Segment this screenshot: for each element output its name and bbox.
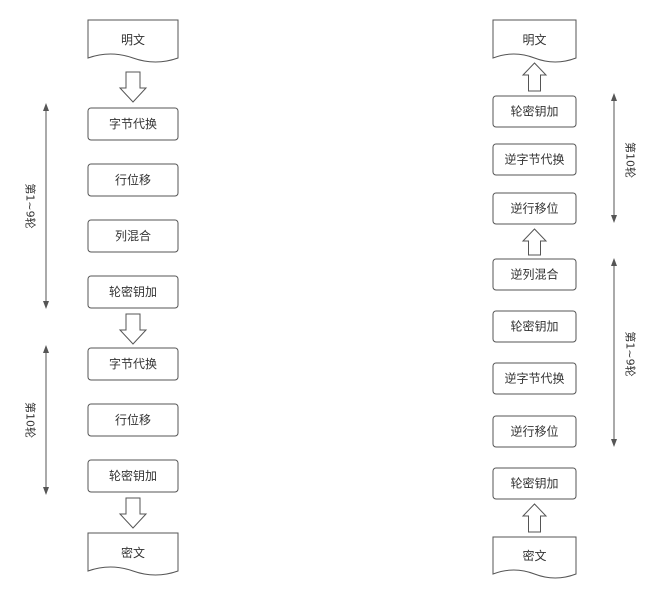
dec-arrow-up-1 bbox=[521, 62, 548, 92]
enc-step-subbytes-label: 字节代换 bbox=[109, 116, 157, 131]
enc-step-mixcolumns-label: 列混合 bbox=[115, 228, 151, 243]
dec-step-invmixcolumns: 逆列混合 bbox=[492, 258, 577, 291]
enc-step-shiftrows-label: 行位移 bbox=[115, 172, 151, 187]
enc-final-subbytes: 字节代换 bbox=[87, 347, 179, 381]
enc-round-10-bracket: 第10轮 bbox=[24, 345, 49, 495]
dec-plaintext-label: 明文 bbox=[522, 32, 546, 47]
enc-ciphertext-label: 密文 bbox=[121, 545, 145, 560]
dec-step-invshiftrows-final-label: 逆行移位 bbox=[510, 201, 558, 216]
enc-arrow-down-3 bbox=[118, 497, 148, 529]
enc-step-addroundkey-label: 轮密钥加 bbox=[109, 284, 157, 299]
enc-ciphertext-box: 密文 bbox=[87, 532, 179, 576]
enc-arrow-down-2 bbox=[118, 313, 148, 345]
encryption-flow: 明文 字节代换 行位移 列混合 轮密钥加 字节代换 bbox=[24, 19, 179, 576]
dec-step-invsubbytes-label: 逆字节代换 bbox=[504, 371, 564, 386]
dec-step-invshiftrows: 逆行移位 bbox=[492, 415, 577, 448]
decryption-flow: 明文 轮密钥加 逆字节代换 逆行移位 逆列混合 轮密钥加 bbox=[492, 19, 638, 579]
dec-arrow-up-3 bbox=[521, 503, 548, 533]
enc-final-addroundkey-label: 轮密钥加 bbox=[109, 468, 157, 483]
dec-rounds-1-9-bracket: 第1~9轮 bbox=[611, 258, 638, 447]
enc-plaintext-label: 明文 bbox=[121, 32, 145, 47]
enc-final-subbytes-label: 字节代换 bbox=[109, 356, 157, 371]
dec-step-addroundkey: 轮密钥加 bbox=[492, 310, 577, 343]
dec-step-invshiftrows-label: 逆行移位 bbox=[510, 424, 558, 439]
dec-arrow-up-2 bbox=[521, 228, 548, 256]
dec-step-invmixcolumns-label: 逆列混合 bbox=[510, 267, 558, 282]
enc-step-addroundkey: 轮密钥加 bbox=[87, 275, 179, 309]
enc-arrow-down-1 bbox=[118, 71, 148, 103]
dec-step-addroundkey-final-label: 轮密钥加 bbox=[510, 104, 558, 119]
dec-step-addroundkey-final: 轮密钥加 bbox=[492, 95, 577, 128]
enc-final-shiftrows-label: 行位移 bbox=[115, 412, 151, 427]
dec-plaintext-box: 明文 bbox=[492, 19, 577, 63]
dec-round-10-label: 第10轮 bbox=[624, 142, 638, 178]
dec-step-initial-addroundkey-label: 轮密钥加 bbox=[510, 476, 558, 491]
dec-step-addroundkey-label: 轮密钥加 bbox=[510, 319, 558, 334]
enc-round-10-label: 第10轮 bbox=[24, 402, 38, 438]
dec-ciphertext-label: 密文 bbox=[522, 548, 546, 563]
enc-rounds-1-9-label: 第1~9轮 bbox=[24, 183, 38, 228]
enc-step-mixcolumns: 列混合 bbox=[87, 219, 179, 253]
enc-rounds-1-9-bracket: 第1~9轮 bbox=[24, 103, 49, 309]
enc-step-shiftrows: 行位移 bbox=[87, 163, 179, 197]
dec-round-10-bracket: 第10轮 bbox=[611, 93, 638, 223]
enc-step-subbytes: 字节代换 bbox=[87, 107, 179, 141]
enc-final-shiftrows: 行位移 bbox=[87, 403, 179, 437]
dec-step-invsubbytes-final: 逆字节代换 bbox=[492, 143, 577, 176]
dec-ciphertext-box: 密文 bbox=[492, 536, 577, 579]
enc-final-addroundkey: 轮密钥加 bbox=[87, 459, 179, 493]
dec-step-initial-addroundkey: 轮密钥加 bbox=[492, 467, 577, 500]
dec-step-invshiftrows-final: 逆行移位 bbox=[492, 192, 577, 225]
dec-step-invsubbytes-final-label: 逆字节代换 bbox=[504, 152, 564, 167]
enc-plaintext-box: 明文 bbox=[87, 19, 179, 63]
dec-rounds-1-9-label: 第1~9轮 bbox=[624, 331, 638, 376]
dec-step-invsubbytes: 逆字节代换 bbox=[492, 362, 577, 395]
